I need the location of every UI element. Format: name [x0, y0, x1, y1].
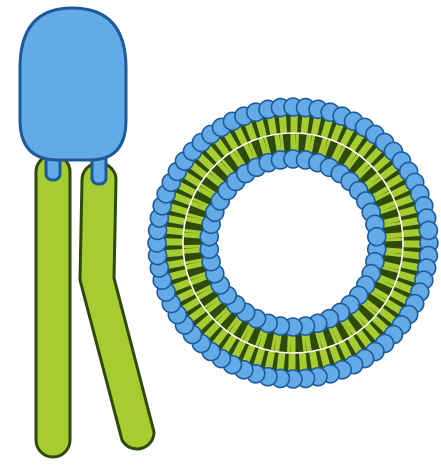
vesicle-tail	[297, 135, 298, 151]
vesicle-tail	[186, 231, 202, 233]
vesicle-tail	[385, 239, 401, 240]
vesicle-tail	[303, 334, 305, 350]
vesicle-tail	[277, 334, 279, 350]
vesicle-tail	[405, 234, 421, 235]
vesicle-inner-heads	[200, 150, 386, 336]
vesicle-tail	[307, 334, 309, 350]
phospholipid-head	[20, 8, 126, 160]
vesicle-tail	[289, 335, 290, 351]
vesicle-tail	[385, 235, 401, 236]
vesicle-tail	[281, 136, 283, 152]
vesicle-tail	[188, 263, 204, 267]
vesicle-tail	[185, 250, 201, 251]
vesicle-lipid-head	[419, 221, 437, 239]
vesicle-tail	[306, 116, 308, 132]
vesicle-tail	[303, 355, 304, 371]
vesicle-tail	[278, 354, 280, 370]
vesicle-tail	[303, 116, 304, 132]
phospholipid-molecule	[20, 8, 154, 457]
vesicle-tail	[404, 256, 420, 258]
lipid-bilayer-vesicle	[148, 98, 438, 388]
vesicle-tail	[307, 136, 309, 152]
vesicle-tail	[277, 136, 279, 152]
vesicle-tail	[405, 231, 421, 232]
phospholipid-tail-right	[80, 163, 154, 449]
vesicle-tail	[166, 231, 182, 232]
vesicle-tail	[185, 235, 201, 236]
vesicle-tail	[405, 253, 421, 254]
vesicle-lipid-head	[368, 228, 386, 246]
phospholipid-tail-left	[36, 155, 70, 457]
vesicle-tail	[166, 253, 182, 254]
vesicle-tail	[281, 116, 282, 132]
vesicle-tail	[300, 355, 301, 371]
vesicle-tail	[185, 246, 201, 247]
vesicle-tail	[166, 228, 182, 230]
vesicle-tail	[165, 250, 181, 251]
vesicle-tail	[384, 254, 400, 256]
vesicle-tail	[284, 115, 285, 131]
vesicle-tail	[281, 355, 282, 371]
vesicle-tail	[383, 219, 399, 223]
vesicle-tail	[385, 250, 401, 251]
